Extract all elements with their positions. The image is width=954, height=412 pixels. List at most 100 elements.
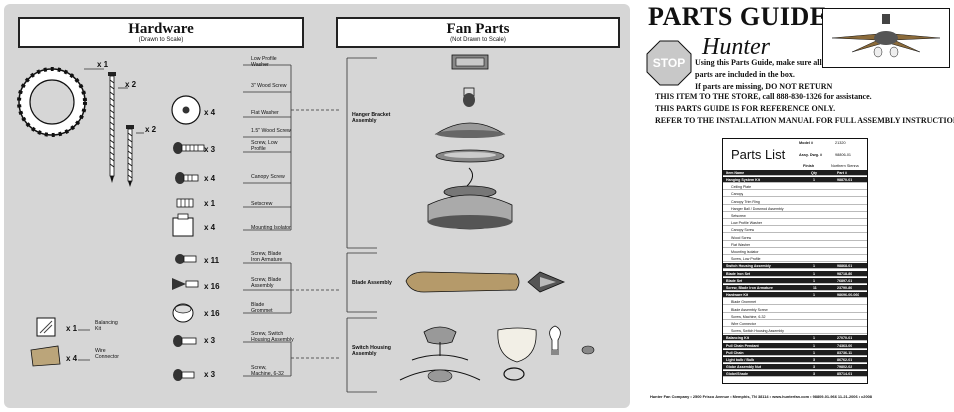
- cell-name: Screw, Switch Housing Assembly: [731, 329, 784, 334]
- label-mounting-isolator: Mounting Isolator: [251, 225, 291, 231]
- cell-name: Pull Chain: [726, 350, 744, 355]
- label-low-profile-washer: Low Profile Washer: [251, 56, 277, 68]
- cell-name: Switch Housing Assembly: [726, 264, 771, 269]
- fan-parts-header: Fan Parts (Not Drawn to Scale): [336, 17, 620, 48]
- light-bulb-icon: [549, 325, 561, 355]
- label-wire-connector: Wire Connector: [95, 348, 119, 360]
- hardware-illustrations: [17, 64, 340, 381]
- brand-logo: Hunter: [702, 34, 770, 60]
- balancing-kit-icon: [36, 317, 56, 337]
- cell-part: 79802-02: [837, 365, 853, 370]
- pull-chain-pendant-icon: [581, 345, 595, 355]
- cell-name: Ceiling Plate: [731, 185, 752, 190]
- model-value: 21320: [835, 141, 846, 145]
- footer-text: Hunter Fan Company • 2500 Frisco Avenue …: [650, 394, 872, 399]
- notice-line-1: Using this Parts Guide, make sure all: [695, 58, 822, 67]
- qty-blade-iron-screw: x 11: [204, 256, 220, 265]
- table-row: Screw, Machine, 6-32: [723, 314, 867, 320]
- assy-value: 98806-01: [835, 153, 852, 157]
- cell-part: 98870-01: [837, 178, 853, 182]
- cell-name: Globe Assembly Nut: [726, 365, 762, 370]
- cell-name: Blade Set: [726, 278, 743, 283]
- light-kit-icon: [399, 369, 481, 383]
- parts-guide-title: PARTS GUIDE: [648, 2, 828, 31]
- label-blade-assembly-screw: Screw, Blade Assembly: [251, 277, 282, 289]
- cell-qty: 1: [813, 293, 815, 298]
- notice-line-3: If parts are missing, DO NOT RETURN: [695, 82, 833, 91]
- stop-sign-text: STOP: [652, 56, 686, 70]
- table-row: Ceiling Plate: [723, 184, 867, 191]
- cell-name: Hardware Kit: [726, 293, 749, 298]
- group-hanger-bracket-assembly: Hanger Bracket Assembly: [352, 112, 391, 124]
- glass-shade-icon: [497, 327, 537, 363]
- model-label: Model #: [799, 141, 814, 145]
- cell-name: Wire Connector: [731, 322, 756, 326]
- qty-balancing-kit: x 1: [66, 324, 78, 333]
- stop-sign-icon: [646, 40, 692, 86]
- label-low-profile-screw: Screw, Low Profile: [251, 140, 278, 152]
- finish-value: Northern Sienna: [831, 164, 859, 168]
- cell-name: Canopy Screw: [731, 228, 755, 233]
- cell-name: Hanger Ball / Downrod Assembly: [731, 206, 784, 211]
- cell-name: Hanging System Kit: [726, 178, 760, 182]
- globe-nut-icon: [503, 367, 525, 381]
- notice-line-6: REFER TO THE INSTALLATION MANUAL FOR FUL…: [655, 116, 954, 125]
- cell-qty: 1: [813, 350, 815, 355]
- cell-part: 27070-01: [837, 336, 853, 341]
- table-row: Flat Washer: [723, 242, 867, 248]
- table-row: Mounting Isolator: [723, 249, 867, 255]
- cell-name: Mounting Isolator: [731, 250, 759, 254]
- label-wood-screw-1-5in: 1.5" Wood Screw: [251, 128, 291, 134]
- canopy-icon: [434, 122, 506, 138]
- header-item-name: Item Name: [726, 171, 745, 175]
- table-row: Canopy Screw: [723, 227, 867, 234]
- table-row: Low Profile Washer: [723, 220, 867, 227]
- qty-flat-washer: x 4: [204, 108, 216, 117]
- cell-name: Balancing Kit: [726, 336, 749, 341]
- notice-line-4: THIS ITEM TO THE STORE, call 888-830-132…: [655, 92, 872, 101]
- qty-blade-grommet: x 16: [204, 309, 220, 318]
- table-row: Setscrew: [723, 213, 867, 219]
- cell-name: Screw, Blade Iron Armature: [726, 286, 773, 290]
- cell-part: 74363-00: [837, 343, 853, 348]
- cell-name: Blade Assembly Screw: [731, 307, 768, 312]
- cell-name: Blade Grommet: [731, 300, 757, 305]
- cell-name: Wood Screw: [731, 235, 752, 240]
- parts-list-table: Parts List Model # 21320 Assy. Dwg. # 98…: [722, 138, 868, 384]
- notice-line-2: parts are included in the box.: [695, 70, 795, 79]
- wire-connector-icon: [30, 345, 61, 367]
- flat-washer-icon: [171, 95, 201, 125]
- hardware-subtitle: (Drawn to Scale): [138, 37, 184, 43]
- cell-qty: 3: [813, 358, 815, 362]
- switch-housing-icon: [411, 326, 469, 361]
- table-row: Wire Connector: [723, 321, 867, 327]
- qty-mounting-isolator: x 4: [204, 223, 216, 232]
- notice-line-5: THIS PARTS GUIDE IS FOR REFERENCE ONLY.: [655, 104, 836, 113]
- ceiling-plate-icon: [451, 54, 489, 70]
- table-row: Canopy: [723, 191, 867, 198]
- hardware-header: Hardware (Drawn to Scale): [18, 17, 304, 48]
- qty-wood-screw-1-5in: x 2: [145, 125, 157, 134]
- cell-name: Globe/Shade: [726, 372, 748, 377]
- label-blade-iron-screw: Screw, Blade Iron Armature: [251, 251, 283, 263]
- cell-part: 98868-01: [837, 264, 853, 269]
- cell-name: Flat Washer: [731, 242, 751, 247]
- qty-canopy-screw: x 4: [204, 174, 216, 183]
- wood-screw-1-5in-icon: [126, 125, 134, 187]
- table-row: Blade Grommet: [723, 299, 867, 306]
- qty-blade-assembly-screw: x 16: [204, 282, 220, 291]
- cell-part: 23790-80: [837, 286, 853, 290]
- qty-switch-housing-screw: x 3: [204, 336, 216, 345]
- fan-parts-title: Fan Parts: [446, 21, 510, 37]
- cell-name: Pull Chain Pendant: [726, 343, 759, 348]
- cell-qty: 11: [813, 286, 817, 290]
- table-row: Screw, Low Profile: [723, 256, 867, 263]
- assy-label: Assy. Dwg. #: [799, 153, 823, 157]
